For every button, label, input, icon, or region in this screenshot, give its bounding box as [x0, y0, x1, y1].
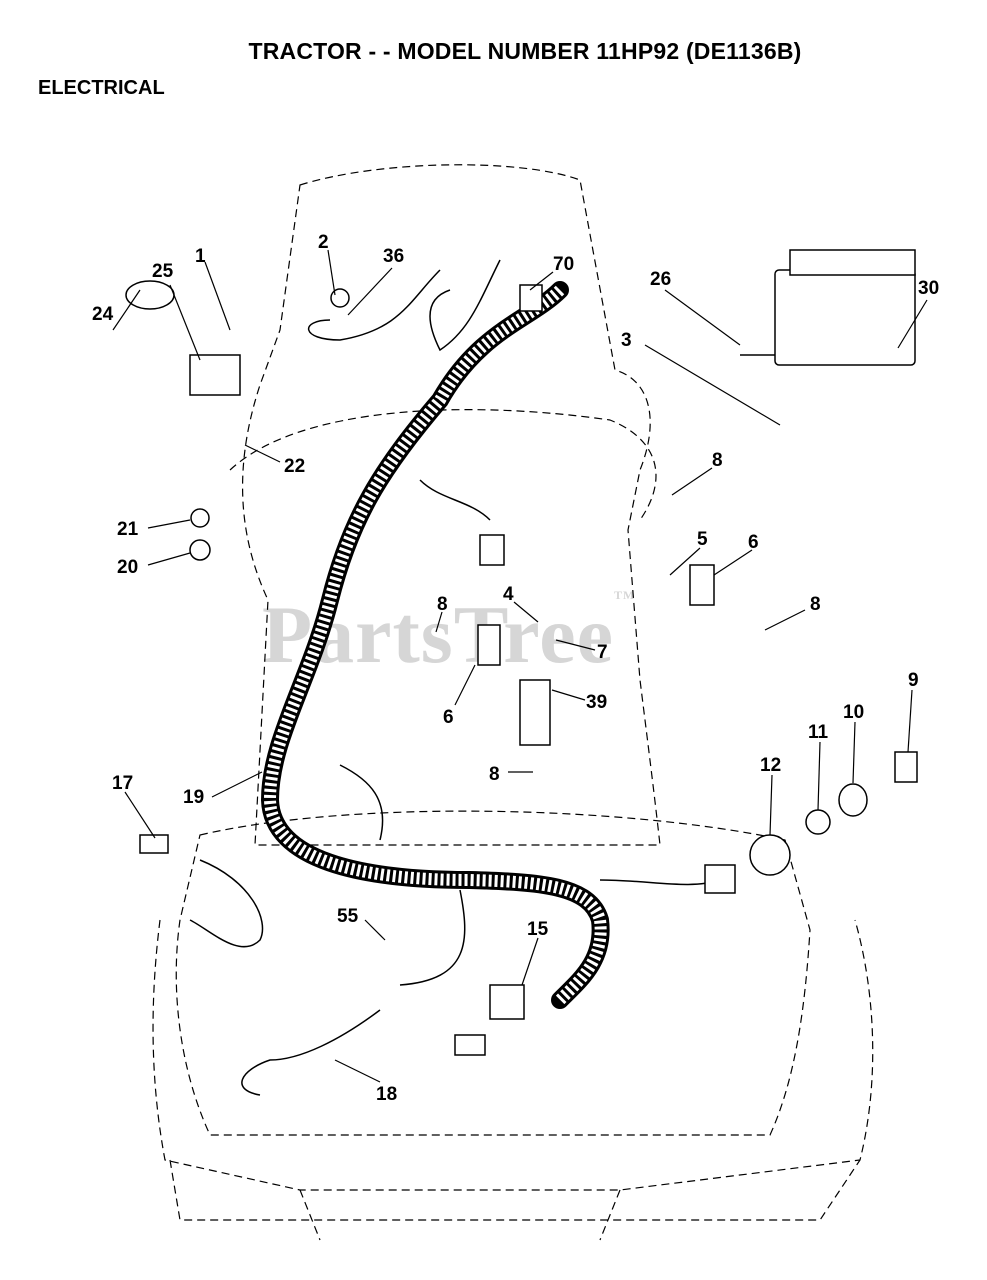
- callout-8-lower: 8: [489, 764, 500, 785]
- ring-terminal-2: [330, 288, 350, 308]
- callout-36: 36: [383, 246, 404, 267]
- callout-30: 30: [918, 278, 939, 299]
- callout-55: 55: [337, 906, 359, 927]
- switch-6-center: [477, 624, 501, 666]
- components: [125, 249, 918, 1056]
- callout-17: 17: [112, 773, 133, 794]
- callout-5: 5: [697, 529, 708, 550]
- battery-top: [789, 249, 916, 276]
- callout-25: 25: [152, 261, 174, 282]
- ground-wire-upper: [308, 269, 441, 341]
- seat-base-outline: [229, 409, 657, 521]
- nut-11: [805, 809, 831, 835]
- callout-1: 1: [195, 246, 206, 267]
- switch-6-right: [689, 564, 715, 606]
- key-9: [894, 751, 918, 783]
- callout-6-right: 6: [748, 532, 759, 553]
- solenoid-25: [189, 354, 241, 396]
- fuse-wire: [189, 859, 264, 948]
- callout-12: 12: [760, 755, 781, 776]
- connector-wire-70: [429, 259, 501, 352]
- bracket-39: [519, 679, 551, 746]
- callout-10: 10: [843, 702, 864, 723]
- callout-21: 21: [117, 519, 139, 540]
- callout-8-right: 8: [810, 594, 821, 615]
- callout-19: 19: [183, 787, 204, 808]
- ground-wire-19: [339, 764, 384, 841]
- callout-26: 26: [650, 269, 671, 290]
- callout-8-upper-right: 8: [712, 450, 723, 471]
- hood-outline: [152, 919, 874, 1191]
- ignition-wire: [599, 879, 721, 886]
- ignition-switch-12: [749, 834, 791, 876]
- fuse-17: [139, 834, 169, 854]
- callout-24: 24: [92, 304, 114, 325]
- callout-22: 22: [284, 456, 305, 477]
- ground-wire-55: [399, 889, 466, 986]
- connector-lower: [479, 534, 505, 566]
- callout-20: 20: [117, 557, 138, 578]
- dash-outline: [175, 810, 811, 1136]
- callout-18: 18: [376, 1084, 397, 1105]
- nut-20: [189, 539, 211, 561]
- harness-coil: [260, 281, 610, 1009]
- seat-switch-wire: [419, 479, 491, 521]
- callout-3: 3: [621, 330, 632, 351]
- solenoid-cap-24: [125, 280, 175, 310]
- callout-2: 2: [318, 232, 329, 253]
- leader-lines: [112, 249, 928, 1083]
- seat-back-outline: [241, 164, 661, 846]
- callout-4: 4: [503, 584, 514, 605]
- callout-8-center: 8: [437, 594, 448, 615]
- connector-70: [519, 284, 543, 312]
- tractor-outline: [152, 164, 874, 1241]
- section-label: ELECTRICAL: [38, 77, 165, 99]
- watermark-trademark: TM: [614, 588, 636, 602]
- callout-labels: 1 2 36 70 25 24 26 30 3 22 21 20 8 5 6 8…: [92, 232, 939, 1105]
- frame-outline: [169, 1159, 861, 1241]
- washer-21: [190, 508, 210, 528]
- ground-wire-18: [241, 1009, 381, 1096]
- bezel-10: [838, 783, 868, 817]
- connector-19: [704, 864, 736, 894]
- callout-7: 7: [597, 642, 608, 663]
- callout-39: 39: [586, 692, 607, 713]
- battery: [774, 269, 916, 366]
- connector-15: [454, 1034, 486, 1056]
- callout-6-center: 6: [443, 707, 454, 728]
- switch-15: [489, 984, 525, 1020]
- callout-9: 9: [908, 670, 919, 691]
- callout-70: 70: [553, 254, 574, 275]
- callout-15: 15: [527, 919, 549, 940]
- page-title: TRACTOR - - MODEL NUMBER 11HP92 (DE1136B…: [248, 38, 802, 64]
- callout-11: 11: [808, 722, 829, 743]
